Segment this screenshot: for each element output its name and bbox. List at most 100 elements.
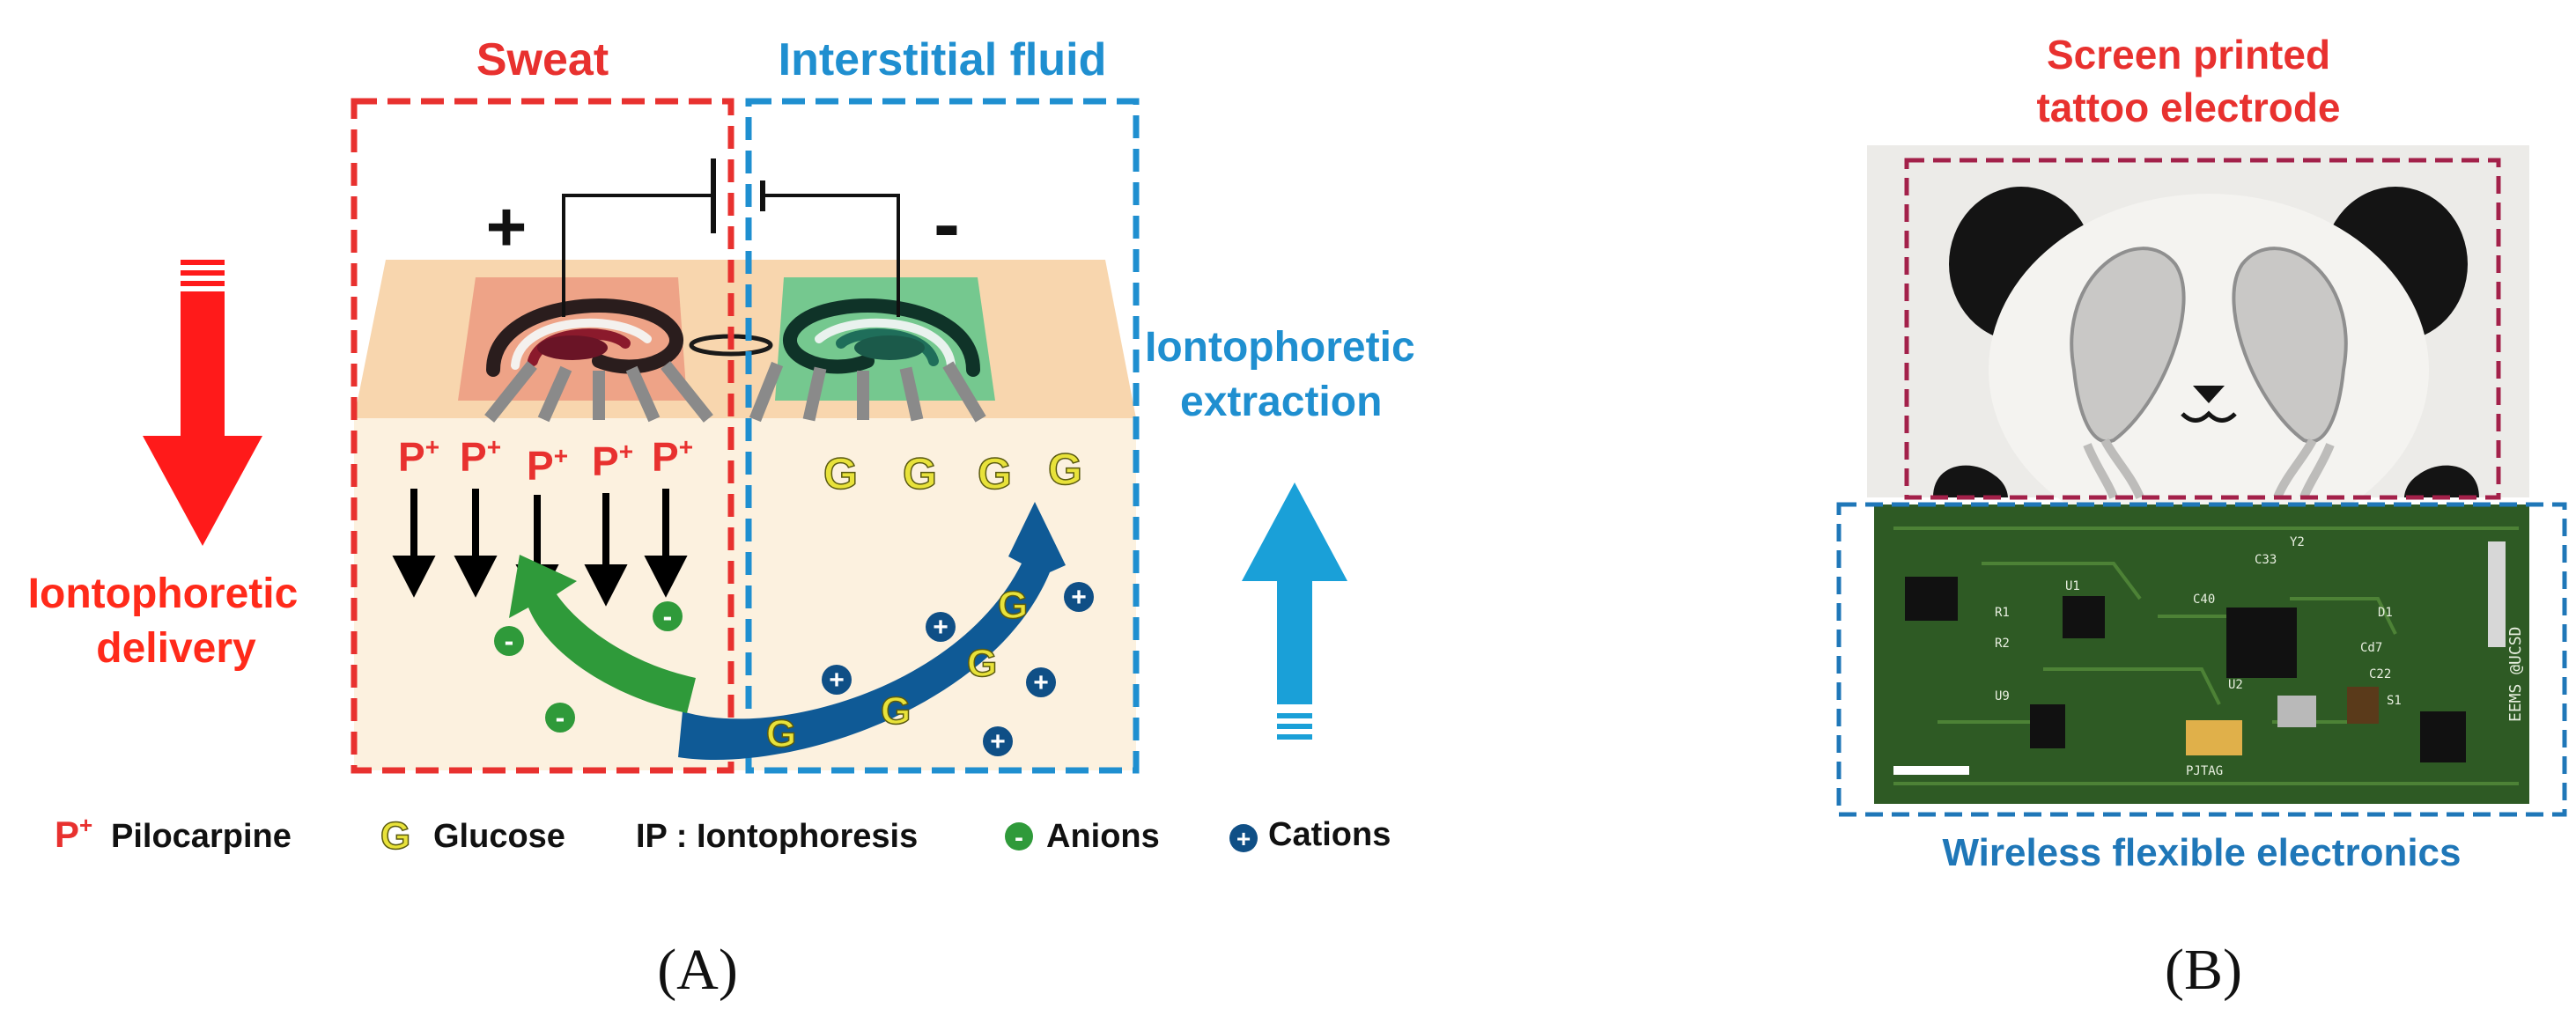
jtag-header xyxy=(2186,720,2242,755)
silk-label: U1 xyxy=(2065,579,2080,593)
pilocarpine-arrows xyxy=(392,489,688,607)
anion-curve xyxy=(509,555,696,713)
chip xyxy=(2063,596,2105,638)
chip xyxy=(2030,704,2065,748)
circuit-wiring xyxy=(562,158,900,317)
anion-marker: - xyxy=(653,600,683,632)
pilocarpine-ion: P+ xyxy=(652,433,693,480)
board-marking: EEMS @UCSD xyxy=(2506,627,2525,722)
svg-text:+: + xyxy=(933,613,948,642)
extraction-label-line2: extraction xyxy=(1180,379,1382,425)
panda-eye-patch-left xyxy=(2070,247,2186,444)
delivery-label-line2: delivery xyxy=(96,625,256,672)
silk-label: R2 xyxy=(1995,637,2010,651)
legend-cation-icon-sign: + xyxy=(1236,825,1251,852)
jtag-label: PJTAG xyxy=(2186,764,2223,778)
pcb-silkscreen: U1 U2 U9 R1 R2 C40 Cd7 Y2 C33 D1 S1 C22 … xyxy=(1995,535,2525,778)
legend-glucose-label: Glucose xyxy=(433,818,565,855)
glucose-marker: G xyxy=(881,689,911,733)
pilocarpine-ion: P+ xyxy=(592,438,633,484)
pcb-switch xyxy=(2488,541,2506,647)
silk-label: U2 xyxy=(2228,678,2243,692)
silk-label: Y2 xyxy=(2290,535,2305,549)
glucose-marker: G xyxy=(998,584,1028,627)
pilocarpine-ion: P+ xyxy=(398,433,439,480)
tattoo-dashed-box xyxy=(1904,158,2501,500)
legend-cation-icon xyxy=(1229,824,1258,852)
pcb-chips xyxy=(1905,577,2466,762)
electronics-dashed-box xyxy=(1836,502,2567,817)
anion-markers: - - - xyxy=(494,600,683,733)
chip xyxy=(2277,696,2316,727)
panel-a-label: (A) xyxy=(657,938,738,1002)
cation-marker: + xyxy=(822,665,852,695)
pcb-traces xyxy=(1893,527,2519,785)
legend-pilocarpine-symbol: P+ xyxy=(55,812,92,855)
tattoo-title-line1: Screen printed xyxy=(2047,32,2330,77)
chip xyxy=(1905,577,1958,621)
chip xyxy=(2226,608,2297,678)
anion-marker: - xyxy=(545,702,575,733)
glucose-extraction-curve xyxy=(678,502,1066,761)
legend-cations-label: Cations xyxy=(1268,816,1391,853)
silk-label: R1 xyxy=(1995,606,2010,620)
panda-tattoo xyxy=(1933,187,2479,546)
svg-text:+: + xyxy=(1033,668,1049,697)
svg-text:+: + xyxy=(1071,583,1087,612)
legend-pilocarpine-label: Pilocarpine xyxy=(111,818,292,855)
panel-b-label: (B) xyxy=(2165,938,2242,1002)
glucose-marker: G xyxy=(967,642,997,685)
panda-traces xyxy=(2083,438,2335,499)
cation-marker: + xyxy=(926,612,956,642)
panda-paw-left xyxy=(1933,465,2008,497)
silk-label: C22 xyxy=(2369,667,2391,681)
delivery-label-line1: Iontophoretic xyxy=(28,571,299,617)
silk-label: S1 xyxy=(2387,694,2402,708)
legend-glucose-symbol: G xyxy=(380,814,410,858)
extraction-arrow xyxy=(1242,482,1347,740)
electronics-title: Wireless flexible electronics xyxy=(1943,831,2462,874)
delivery-arrow xyxy=(143,260,262,546)
glucose-marker: G xyxy=(823,449,858,498)
pilocarpine-ion: P+ xyxy=(460,433,501,480)
legend: P+ Pilocarpine G Glucose IP : Iontophore… xyxy=(55,812,1391,858)
legend-anion-icon-sign: - xyxy=(1015,823,1023,852)
silk-label: C40 xyxy=(2193,593,2215,607)
chip xyxy=(2420,711,2466,762)
silk-label: C33 xyxy=(2255,553,2277,567)
glucose-marker: G xyxy=(978,449,1012,498)
silk-label: Cd7 xyxy=(2360,641,2382,655)
tattoo-title-line2: tattoo electrode xyxy=(2036,85,2340,130)
silk-label: U9 xyxy=(1995,689,2010,703)
glucose-marker: G xyxy=(903,449,937,498)
legend-anions-label: Anions xyxy=(1046,818,1160,855)
panel-b: Screen printed tattoo electrode xyxy=(1836,32,2567,1002)
panda-nose xyxy=(2193,386,2225,403)
panda-face xyxy=(1989,194,2429,546)
extraction-label-line1: Iontophoretic xyxy=(1145,324,1415,371)
sweat-dashed-box xyxy=(351,98,734,774)
panda-mouth xyxy=(2181,410,2237,423)
glucose-marker: G xyxy=(1048,445,1082,494)
svg-text:+: + xyxy=(829,666,845,695)
legend-ip-label: IP : Iontophoresis xyxy=(636,818,918,855)
svg-text:-: - xyxy=(556,702,565,733)
pilocarpine-ion: P+ xyxy=(527,442,568,489)
cation-marker: + xyxy=(983,726,1013,756)
panda-paw-right xyxy=(2404,465,2479,497)
electrode-traces xyxy=(484,361,986,423)
svg-text:-: - xyxy=(663,600,673,632)
minus-sign: - xyxy=(934,180,960,269)
cation-marker: + xyxy=(1064,582,1094,612)
isf-electrode-pattern xyxy=(783,298,980,377)
isf-title: Interstitial fluid xyxy=(779,34,1107,85)
svg-text:-: - xyxy=(505,625,514,657)
anion-marker: - xyxy=(494,625,524,657)
cation-marker: + xyxy=(1026,667,1056,697)
chip xyxy=(2347,687,2379,724)
silk-label: D1 xyxy=(2378,606,2393,620)
isf-dashed-box xyxy=(745,98,1140,774)
plus-sign: + xyxy=(486,188,528,266)
sweat-electrode-pattern xyxy=(486,298,683,377)
